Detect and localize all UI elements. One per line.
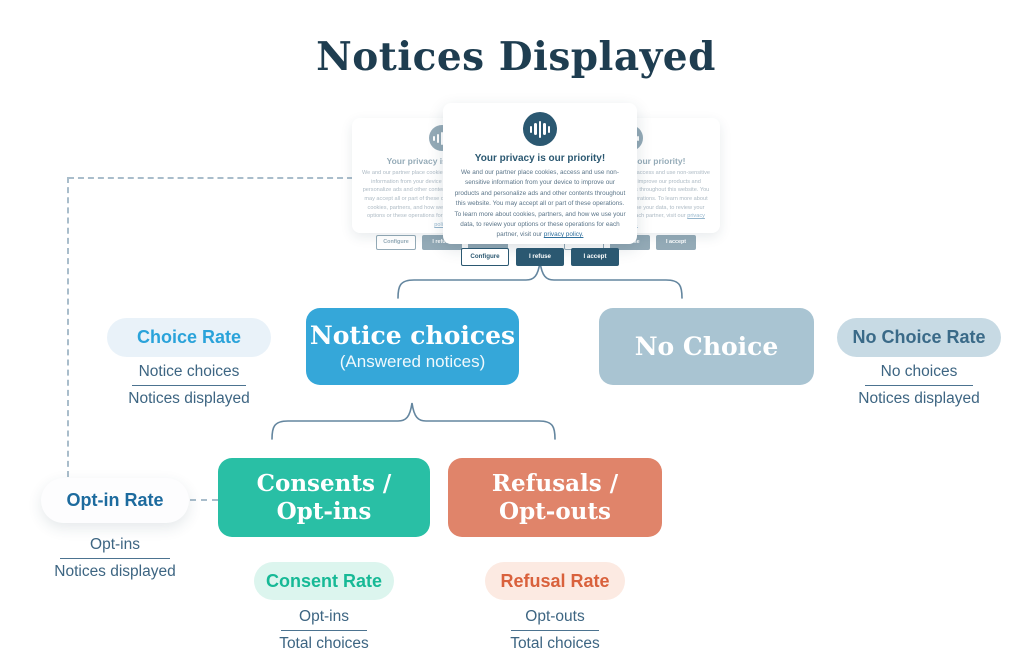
configure-button[interactable]: Configure: [461, 247, 509, 266]
formula-denominator: Total choices: [279, 634, 369, 652]
node-title-line1: Refusals /: [491, 470, 619, 498]
node-title-line1: Consents /: [256, 470, 392, 498]
node-title: Notice choices: [309, 321, 516, 351]
accept-button[interactable]: I accept: [656, 234, 696, 250]
choice-rate-formula: Notice choices Notices displayed: [107, 364, 271, 406]
page-title: Notices Displayed: [316, 34, 716, 80]
formula-denominator: Notices displayed: [858, 389, 980, 407]
dashed-connector-optin: [190, 499, 218, 501]
node-title: Consents / Opt-ins: [257, 470, 392, 524]
node-notice-choices: Notice choices (Answered notices): [306, 308, 519, 385]
node-consents-opt-ins: Consents / Opt-ins: [218, 458, 430, 537]
opt-in-rate-formula: Opt-ins Notices displayed: [39, 537, 191, 579]
accept-button[interactable]: I accept: [571, 247, 619, 266]
no-choice-rate-formula: No choices Notices displayed: [837, 364, 1001, 406]
fraction-bar: [511, 629, 599, 631]
dialog-title: Your privacy is our priority!: [474, 153, 606, 164]
dialog-body-text: We and our partner place cookies, access…: [361, 170, 523, 220]
node-title: No Choice: [634, 331, 779, 361]
consent-rate-formula: Opt-ins Total choices: [254, 609, 394, 651]
fraction-bar: [60, 557, 170, 559]
consent-rate-badge: Consent Rate: [254, 562, 394, 600]
formula-denominator: Notices displayed: [128, 389, 250, 407]
dialog-body: We and our partner place cookies, access…: [454, 168, 626, 241]
dialog-title: Your privacy is our priority!: [386, 156, 498, 166]
formula-numerator: Opt-ins: [299, 608, 349, 625]
consent-dialog-mockup-center: Your privacy is our priority! We and our…: [443, 103, 637, 266]
no-choice-rate-badge: No Choice Rate: [837, 318, 1001, 357]
refusal-rate-formula: Opt-outs Total choices: [485, 609, 625, 651]
choice-rate-badge: Choice Rate: [107, 318, 271, 357]
node-title: Refusals / Opt-outs: [492, 470, 618, 524]
node-title-line2: Opt-ins: [276, 497, 372, 525]
formula-denominator: Total choices: [510, 634, 600, 652]
fraction-bar: [865, 384, 973, 386]
curly-brace-bottom: [271, 402, 556, 440]
formula-numerator: Opt-ins: [90, 536, 140, 553]
node-no-choice: No Choice: [599, 308, 814, 385]
formula-numerator: Notice choices: [138, 363, 240, 380]
dashed-connector-top: [68, 177, 353, 179]
formula-denominator: Notices displayed: [54, 562, 176, 580]
dialog-content: Your privacy is our priority! We and our…: [443, 103, 637, 266]
configure-button[interactable]: Configure: [376, 234, 416, 250]
node-refusals-opt-outs: Refusals / Opt-outs: [448, 458, 662, 537]
node-title-line2: Opt-outs: [499, 497, 611, 525]
privacy-policy-link[interactable]: privacy policy.: [543, 231, 584, 239]
dialog-body-text: We and our partner place cookies, access…: [454, 169, 626, 239]
refuse-button[interactable]: I refuse: [516, 247, 564, 266]
fraction-bar: [281, 629, 367, 631]
formula-numerator: Opt-outs: [525, 608, 585, 625]
opt-in-rate-badge: Opt-in Rate: [41, 478, 189, 523]
dashed-connector-left: [67, 177, 69, 477]
soundwave-logo-icon: [523, 112, 557, 146]
dialog-buttons: Configure I refuse I accept: [461, 247, 619, 266]
formula-numerator: No choices: [880, 363, 958, 380]
refusal-rate-badge: Refusal Rate: [485, 562, 625, 600]
fraction-bar: [132, 384, 246, 386]
node-subtitle: (Answered notices): [339, 351, 486, 371]
